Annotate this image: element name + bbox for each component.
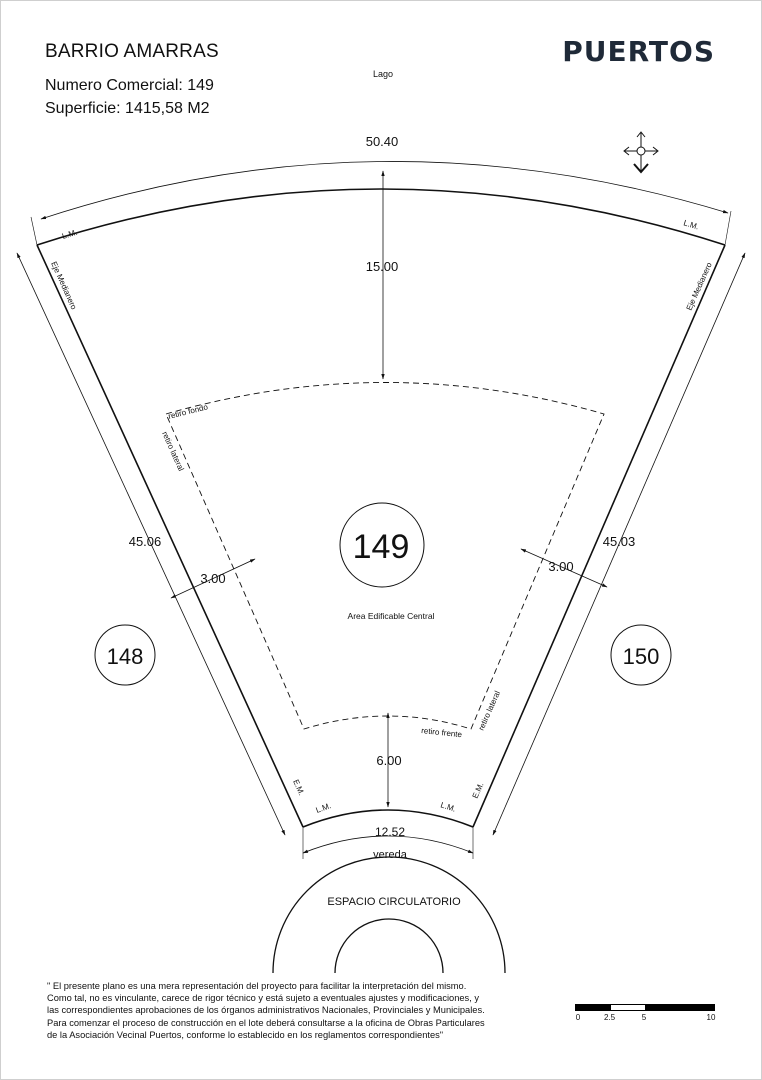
- left-side-label: 45.06: [129, 534, 162, 549]
- circulation-label: ESPACIO CIRCULATORIO: [327, 896, 461, 908]
- commercial-number: Numero Comercial: 149: [45, 77, 214, 94]
- em-left-label: E.M.: [291, 778, 306, 797]
- front-width-label: 12.52: [375, 825, 405, 839]
- left-setback-label: 3.00: [200, 571, 225, 586]
- rear-width-dimension-line: [40, 161, 729, 220]
- right-setback-label: 3.00: [548, 559, 573, 574]
- north-label: Lago: [373, 69, 393, 79]
- front-setback-label: 6.00: [376, 753, 401, 768]
- right-side-dimension-line: [492, 252, 746, 836]
- scale-label-2-5: 2.5: [603, 1013, 616, 1022]
- buildable-area-label: Area Edificable Central: [348, 611, 435, 621]
- lm-top-right-label: L.M.: [682, 218, 700, 231]
- lot-number: 149: [353, 528, 410, 566]
- rear-setback-label: 15.00: [366, 259, 399, 274]
- front-width-dimension-line: [302, 835, 474, 854]
- disclaimer-line: Para comenzar el proceso de construcción…: [47, 1017, 485, 1028]
- lot-surface: Superficie: 1415,58 M2: [45, 100, 210, 117]
- retiro-frente-label: retiro frente: [421, 726, 463, 739]
- rear-width-label: 50.40: [366, 134, 399, 149]
- lm-top-left-label: L.M.: [61, 228, 79, 241]
- left-side-dimension-line: [16, 252, 286, 836]
- north-arrow-icon: [623, 131, 659, 174]
- disclaimer-line: de la Asociación Vecinal Puertos, confor…: [47, 1029, 444, 1040]
- circulation-inner-arc: [334, 918, 444, 974]
- scale-label-10: 10: [706, 1013, 716, 1022]
- scale-segment: [645, 1005, 714, 1010]
- retiro-fondo-label: retiro fondo: [167, 402, 209, 421]
- lm-bottom-left-label: L.M.: [315, 801, 333, 815]
- neighbor-148-label: 148: [107, 644, 144, 669]
- scale-label-5: 5: [641, 1013, 647, 1022]
- lot-left-boundary: [36, 244, 304, 828]
- em-right-label: E.M.: [471, 781, 486, 800]
- right-side-label: 45.03: [603, 534, 636, 549]
- neighbor-150-circle: [610, 624, 672, 686]
- scale-bar: [575, 1004, 715, 1011]
- sidewalk-label: vereda: [373, 849, 408, 861]
- lot-front-boundary: [302, 809, 474, 828]
- legal-disclaimer: " El presente plano es una mera represen…: [47, 980, 537, 1041]
- lot-rear-boundary: [36, 188, 726, 246]
- circulation-outer-arc: [272, 856, 506, 974]
- scale-segment: [576, 1005, 611, 1010]
- disclaimer-line: Como tal, no es vinculante, carece de ri…: [47, 993, 480, 1004]
- neighbor-148-circle: [94, 624, 156, 686]
- left-setback-dimension: [170, 558, 256, 599]
- retiro-lateral-left-label: retiro lateral: [160, 430, 185, 472]
- buildable-area-outline: [165, 382, 605, 730]
- lot-right-boundary: [472, 244, 726, 828]
- scale-label-0: 0: [575, 1013, 581, 1022]
- graphic-scale: 0 2.5 5 10: [575, 1004, 717, 1028]
- right-setback-dimension: [520, 548, 608, 588]
- disclaimer-line: " El presente plano es una mera represen…: [47, 981, 467, 991]
- lot-number-circle: [339, 502, 425, 588]
- disclaimer-line: las correspondientes aprobaciones de los…: [47, 1005, 485, 1016]
- neighborhood-title: BARRIO AMARRAS: [45, 41, 219, 62]
- puertos-logo: PUERTOS: [562, 35, 715, 68]
- scale-segment: [610, 1005, 645, 1010]
- lm-bottom-right-label: L.M.: [439, 800, 457, 813]
- neighbor-150-label: 150: [623, 644, 660, 669]
- retiro-lateral-right-label: retiro lateral: [477, 689, 502, 731]
